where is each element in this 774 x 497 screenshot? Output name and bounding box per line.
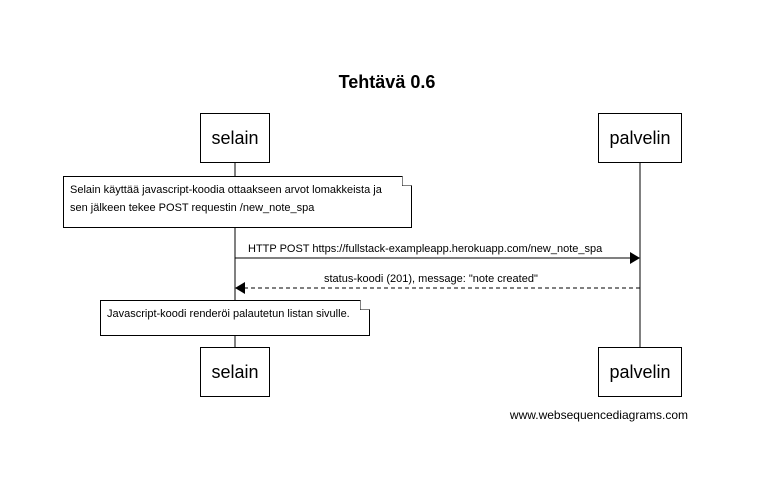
note-line-2: sen jälkeen tekee POST requestin /new_no… <box>70 202 315 214</box>
participant-selain-top: selain <box>200 113 270 163</box>
note-line-1: Selain käyttää javascript-koodia ottaaks… <box>70 184 382 196</box>
participant-palvelin-top: palvelin <box>598 113 682 163</box>
note-fold <box>402 176 412 186</box>
message-label-post: HTTP POST https://fullstack-exampleapp.h… <box>248 243 603 255</box>
arrowhead-post <box>630 252 640 264</box>
message-label-response: status-koodi (201), message: "note creat… <box>324 273 538 285</box>
participant-palvelin-bottom: palvelin <box>598 347 682 397</box>
diagram-title: Tehtävä 0.6 <box>338 72 436 92</box>
participant-selain-bottom: selain <box>200 347 270 397</box>
note-line-1: Javascript-koodi renderöi palautetun lis… <box>107 308 350 320</box>
note-render-list: Javascript-koodi renderöi palautetun lis… <box>100 300 370 336</box>
note-fold <box>360 300 370 310</box>
footer-credit: www.websequencediagrams.com <box>509 408 688 422</box>
arrowhead-response <box>235 282 245 294</box>
note-form-values: Selain käyttää javascript-koodia ottaaks… <box>63 176 412 228</box>
